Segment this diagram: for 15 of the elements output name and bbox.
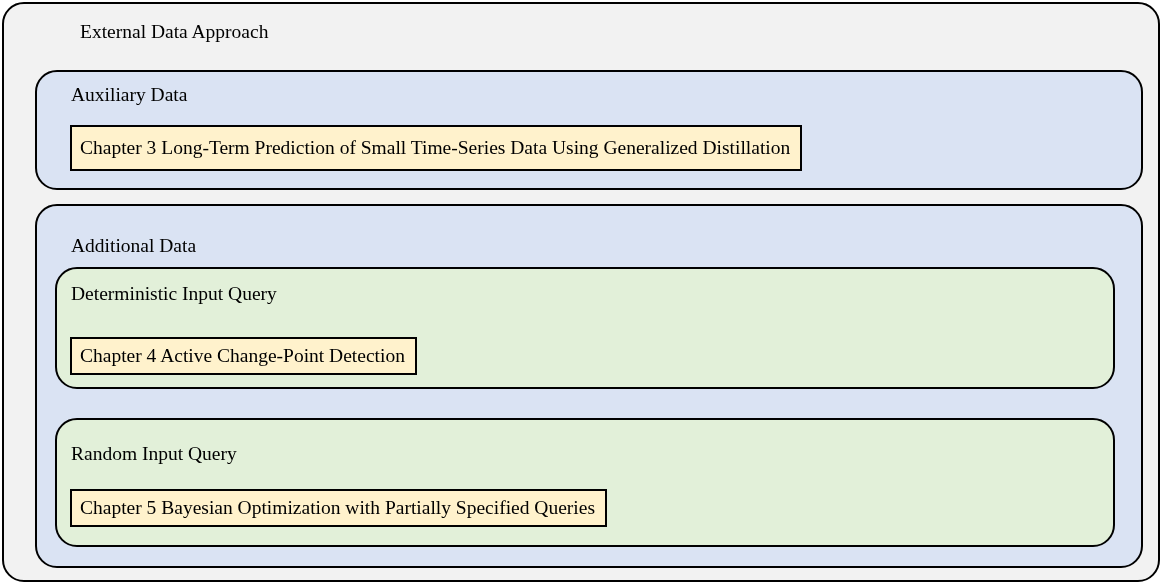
group-heading: Additional Data bbox=[71, 236, 197, 256]
chapter-title: Chapter 4 Active Change-Point Detection bbox=[80, 346, 405, 366]
group-panel bbox=[55, 418, 1115, 547]
group-heading: Deterministic Input Query bbox=[71, 284, 277, 304]
chapter-box bbox=[70, 125, 803, 171]
group-heading: Auxiliary Data bbox=[71, 85, 188, 105]
group-panel bbox=[35, 70, 1143, 190]
chapter-title: Chapter 3 Long-Term Prediction of Small Time-Series Data Using Generalized Distillation bbox=[80, 138, 791, 158]
chapter-box bbox=[70, 337, 417, 375]
group-heading: External Data Approach bbox=[80, 22, 269, 42]
group-panel bbox=[55, 267, 1115, 389]
chapter-title: Chapter 5 Bayesian Optimization with Partially Specified Queries bbox=[80, 498, 595, 518]
group-heading: Random Input Query bbox=[71, 444, 237, 464]
chapter-box bbox=[70, 489, 607, 527]
group-panel bbox=[35, 204, 1143, 568]
